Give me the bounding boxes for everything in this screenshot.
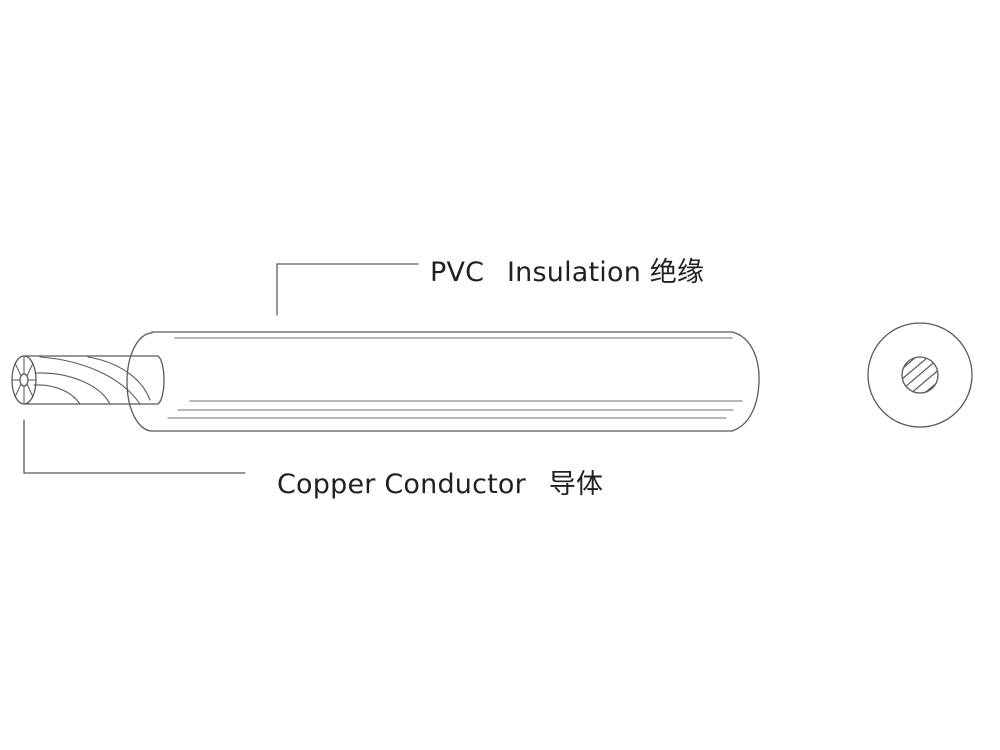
insulation-end-cap bbox=[731, 331, 760, 432]
insulation-material: PVC bbox=[430, 257, 485, 288]
conductor-end-cap bbox=[157, 355, 165, 405]
cross-section-insulation bbox=[867, 322, 973, 428]
conductor-name: Conductor bbox=[384, 469, 526, 500]
insulation-chinese: 绝缘 bbox=[649, 257, 705, 288]
conductor-face-strands bbox=[11, 356, 37, 404]
insulation-back-ellipse bbox=[126, 332, 153, 432]
conductor-leader-line bbox=[23, 419, 246, 474]
insulation-jacket bbox=[126, 331, 760, 432]
copper-conductor bbox=[11, 355, 165, 405]
conductor-chinese: 导体 bbox=[548, 469, 604, 500]
conductor-label: Copper Conductor 导体 bbox=[277, 462, 603, 501]
conductor-twist-lines bbox=[33, 356, 151, 405]
insulation-name: Insulation bbox=[507, 257, 642, 288]
insulation-leader-line bbox=[276, 263, 419, 316]
insulation-label: PVC Insulation 绝缘 bbox=[430, 250, 704, 289]
cross-section bbox=[867, 322, 973, 428]
conductor-material: Copper bbox=[277, 469, 376, 500]
cross-section-conductor bbox=[901, 356, 939, 394]
cross-section-hatching bbox=[902, 357, 938, 393]
